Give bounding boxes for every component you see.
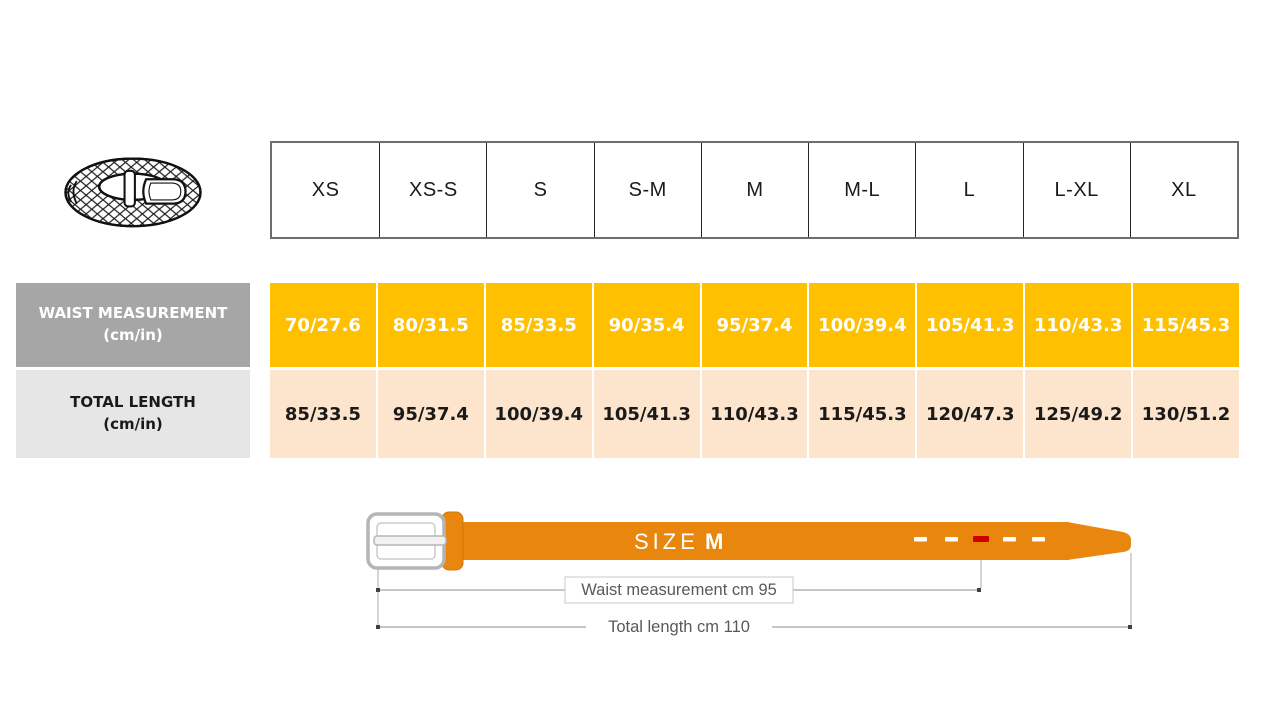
size-col-xs: XS xyxy=(311,178,340,201)
waist-value-xs: 70/27.6 xyxy=(270,283,376,367)
waist-measurement-row: 70/27.6 80/31.5 85/33.5 90/35.4 95/37.4 … xyxy=(270,283,1239,367)
braided-belt-image xyxy=(64,157,202,228)
belt-tip xyxy=(1067,522,1131,560)
row-label-waist-title: WAIST MEASUREMENT xyxy=(38,304,228,323)
waist-value-xs-s: 80/31.5 xyxy=(377,283,484,367)
belt-measurement-diagram: Total length cm 110 Waist measurement cm… xyxy=(366,511,1132,640)
total-value-m-l: 115/45.3 xyxy=(809,370,916,458)
total-value-m: 110/43.3 xyxy=(701,370,808,458)
total-length-annotation: Total length cm 110 xyxy=(608,618,750,636)
waist-measurement-annotation: Waist measurement cm 95 xyxy=(581,581,777,599)
total-value-xl: 130/51.2 xyxy=(1133,370,1239,458)
row-label-total-length: TOTAL LENGTH (cm/in) xyxy=(16,370,250,458)
row-label-total-unit: (cm/in) xyxy=(103,415,163,433)
waist-line-end-right xyxy=(977,588,981,592)
total-label-backdrop xyxy=(586,613,772,640)
belt-strap xyxy=(455,522,1069,560)
total-value-s-m: 105/41.3 xyxy=(593,370,700,458)
total-length-row: 85/33.5 95/37.4 100/39.4 105/41.3 110/43… xyxy=(270,370,1239,458)
size-col-l: L xyxy=(915,143,1022,237)
total-value-s: 100/39.4 xyxy=(485,370,592,458)
belt-hole-5 xyxy=(1032,537,1045,542)
waist-value-s: 85/33.5 xyxy=(485,283,592,367)
total-line-end-left xyxy=(376,625,380,629)
total-value-l: 120/47.3 xyxy=(917,370,1024,458)
waist-value-s-m: 90/35.4 xyxy=(593,283,700,367)
size-col-m: M xyxy=(700,143,808,237)
total-value-xs-s: 95/37.4 xyxy=(377,370,484,458)
size-label: SIZE xyxy=(634,529,699,554)
size-col-xs-s: XS-S xyxy=(379,143,486,237)
total-line-end-right xyxy=(1128,625,1132,629)
belt-hole-1 xyxy=(914,537,927,542)
belt-hole-2 xyxy=(945,537,958,542)
size-col-s: S xyxy=(486,143,593,237)
total-value-l-xl: 125/49.2 xyxy=(1025,370,1132,458)
size-col-m-l: M-L xyxy=(808,143,915,237)
size-header-row: XS XS-S S S-M M M-L L L-XL XL xyxy=(270,141,1239,239)
total-value-xs: 85/33.5 xyxy=(270,370,376,458)
waist-value-l-xl: 110/43.3 xyxy=(1025,283,1132,367)
belt-art-tip xyxy=(142,178,187,205)
size-value: M xyxy=(705,529,723,554)
size-col-l-xl: L-XL xyxy=(1022,143,1130,237)
waist-value-m: 95/37.4 xyxy=(701,283,808,367)
belt-hole-3-selected xyxy=(973,536,989,542)
waist-value-xl: 115/45.3 xyxy=(1133,283,1239,367)
belt-hole-4 xyxy=(1003,537,1016,542)
belt-art-buckle-prong xyxy=(123,169,136,208)
row-label-waist-unit: (cm/in) xyxy=(103,326,163,344)
size-col-s-m: S-M xyxy=(593,143,701,237)
row-label-total-title: TOTAL LENGTH xyxy=(70,393,196,412)
waist-value-l: 105/41.3 xyxy=(917,283,1024,367)
waist-line-end-left xyxy=(376,588,380,592)
row-label-waist-measurement: WAIST MEASUREMENT (cm/in) xyxy=(16,283,250,367)
waist-annotation-box xyxy=(564,576,794,604)
waist-value-m-l: 100/39.4 xyxy=(809,283,916,367)
size-col-xl: XL xyxy=(1129,143,1237,237)
belt-buckle-prong xyxy=(373,535,447,546)
